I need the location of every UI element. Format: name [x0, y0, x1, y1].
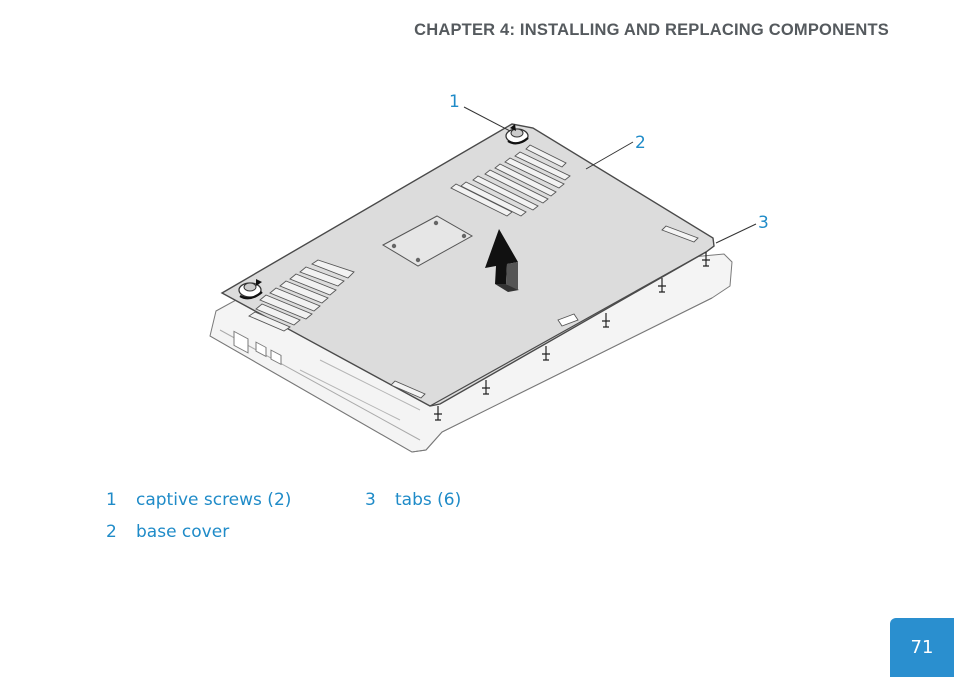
- base-cover-removal-illustration: 1 2 3: [209, 92, 769, 453]
- legend-item: 1 captive screws (2): [106, 490, 291, 510]
- legend-number: 2: [106, 522, 117, 542]
- chapter-title: CHAPTER 4: INSTALLING AND REPLACING COMP…: [414, 21, 889, 39]
- callout-3: 3: [758, 213, 769, 233]
- legend-number: 3: [365, 490, 376, 510]
- callout-2: 2: [635, 133, 646, 153]
- callout-1: 1: [449, 92, 460, 112]
- tab-icon: [434, 252, 710, 421]
- legend-item: 2 base cover: [106, 522, 229, 542]
- base-cover: [220, 123, 715, 407]
- legend-label: tabs (6): [395, 490, 462, 510]
- legend-number: 1: [106, 490, 117, 510]
- page-number-tab: 71: [890, 618, 954, 677]
- lift-arrow-icon: [485, 229, 519, 292]
- page-number: 71: [910, 637, 934, 658]
- captive-screw-icon: [505, 124, 529, 145]
- legend-label: captive screws (2): [136, 490, 292, 510]
- callout-leaders: [463, 106, 757, 244]
- figure-legend: 1 captive screws (2) 2 base cover 3 tabs…: [0, 488, 954, 558]
- captive-screw-icon: [238, 279, 263, 300]
- legend-label: base cover: [136, 522, 230, 542]
- legend-item: 3 tabs (6): [365, 490, 461, 510]
